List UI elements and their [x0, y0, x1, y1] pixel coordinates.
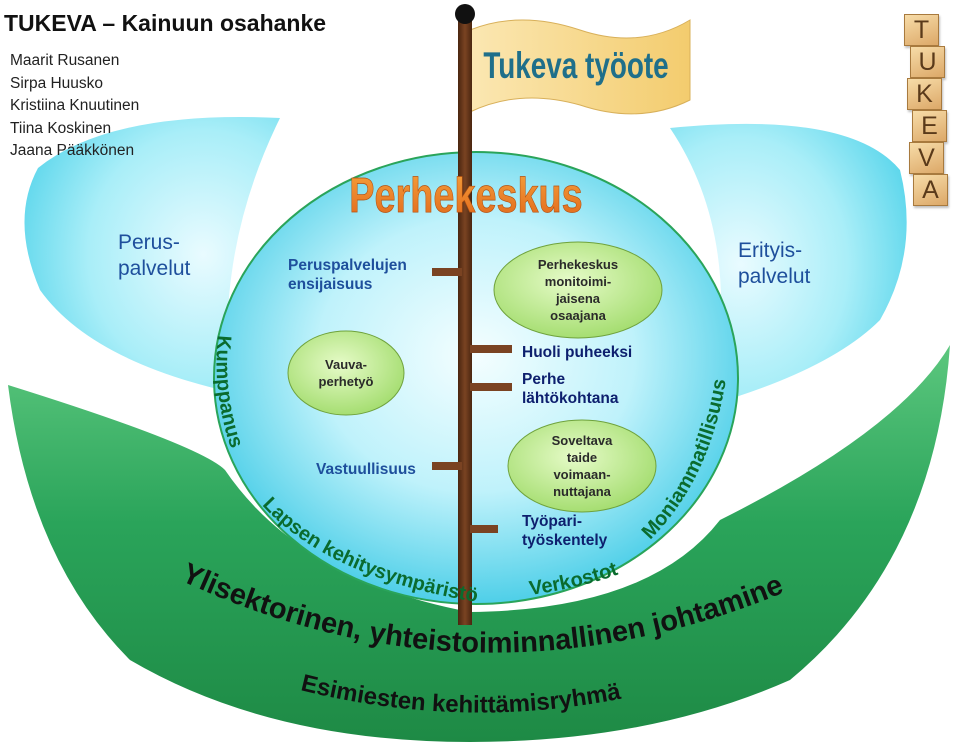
pole-knob [455, 4, 475, 24]
tukeva-logo: T U K E V A [904, 14, 954, 214]
logo-tile: K [907, 78, 942, 110]
logo-tile: A [913, 174, 948, 206]
flag-shape [469, 19, 691, 115]
bubble-vauva-shape [287, 330, 405, 416]
author-list: Maarit Rusanen Sirpa Huusko Kristiina Kn… [10, 50, 139, 163]
author-name: Sirpa Huusko [10, 74, 104, 92]
bubble-perhekeskus-osaajana: Perhekeskus monitoimi- jaisena osaajana [537, 257, 619, 323]
logo-tile: U [910, 46, 945, 78]
bubble-vauvaperhetyo: Vauva- perhetyö [318, 357, 374, 389]
label-tyoparityoskentely: Työpari- työskentely [522, 513, 608, 549]
right-wing-label: Erityis- palvelut [738, 239, 811, 288]
label-peruspalvelujen: Peruspalvelujen ensijaisuus [288, 257, 407, 293]
branch-left-1 [432, 268, 462, 276]
branch-right-1 [470, 345, 512, 353]
page-title: TUKEVA – Kainuun osahanke [4, 10, 327, 36]
left-wing [24, 117, 280, 392]
author-name: Kristiina Knuutinen [10, 97, 140, 114]
left-wing-label: Perus- palvelut [118, 231, 191, 280]
bubble-taide-shape [507, 419, 657, 513]
branch-right-2 [470, 383, 512, 391]
label-perhe-lahtokohtana: Perhe lähtökohtana [522, 371, 619, 407]
label-huoli-puheeksi: Huoli puheeksi [522, 344, 633, 361]
logo-tile: E [912, 110, 947, 142]
logo-tile: T [904, 14, 939, 46]
author-name: Maarit Rusanen [10, 52, 120, 69]
bubble-perhekeskus-shape [493, 241, 663, 339]
label-vastuullisuus: Vastuullisuus [316, 461, 416, 478]
green-bowl [8, 345, 950, 742]
bubble-soveltava-taide: Soveltava taide voimaan- nuttajana [551, 433, 613, 499]
author-name: Tiina Koskinen [10, 119, 112, 137]
flag-label: Tukeva työote [483, 44, 668, 86]
center-title: Perhekeskus [349, 168, 582, 223]
branch-left-2 [432, 462, 462, 470]
author-name: Jaana Pääkkönen [10, 142, 135, 159]
logo-tile: V [909, 142, 944, 174]
branch-right-3 [470, 525, 498, 533]
flag-pole [458, 20, 472, 625]
